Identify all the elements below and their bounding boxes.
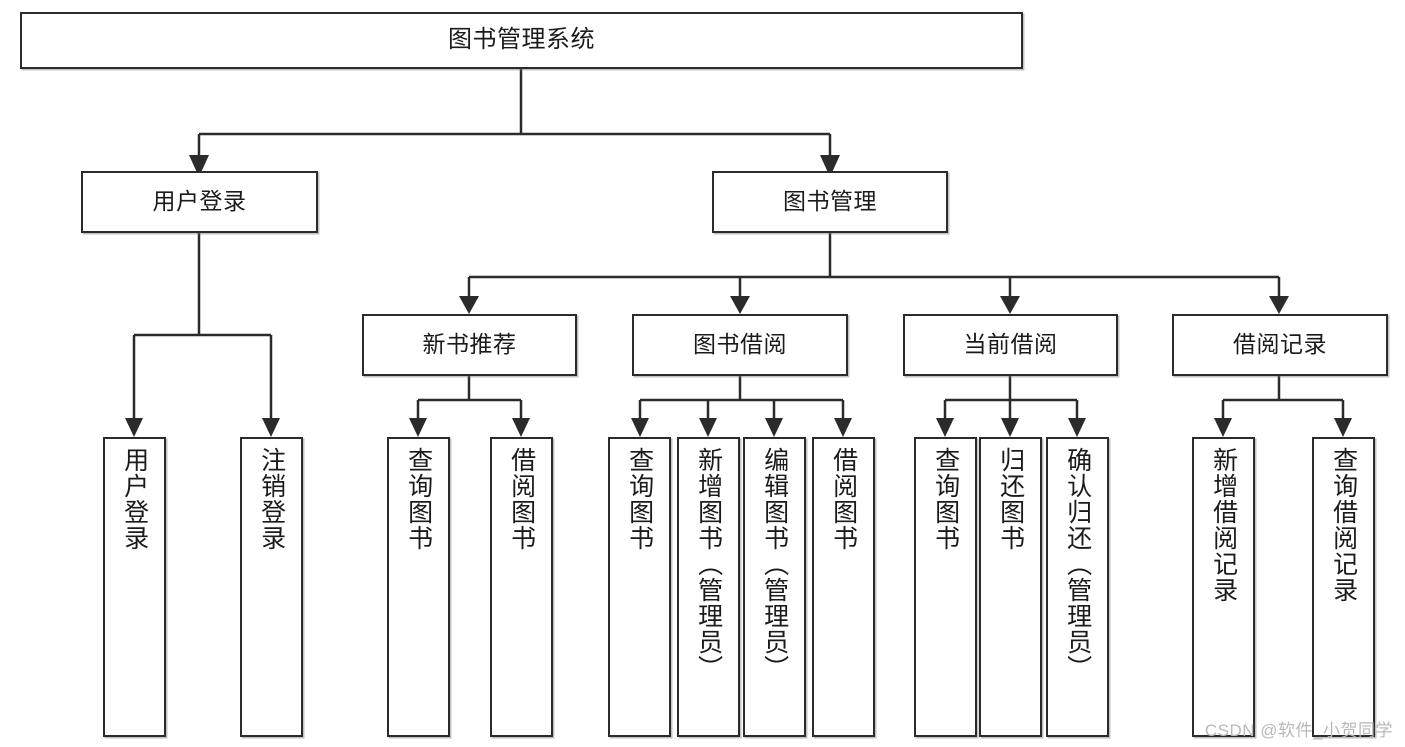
node-label: 查询图书 bbox=[931, 447, 960, 551]
leaf-query-book-recommendation[interactable]: 查询图书 bbox=[387, 437, 450, 737]
node-borrow-records[interactable]: 借阅记录 bbox=[1172, 314, 1388, 376]
node-label: 编辑图书（管理员） bbox=[760, 447, 789, 681]
node-label: 借阅图书 bbox=[507, 447, 536, 551]
node-label: 查询图书 bbox=[625, 447, 654, 551]
leaf-add-book-admin[interactable]: 新增图书（管理员） bbox=[677, 437, 740, 737]
node-label: 新增借阅记录 bbox=[1209, 447, 1238, 603]
node-label: 新增图书（管理员） bbox=[694, 447, 723, 681]
node-label: 查询图书 bbox=[404, 447, 433, 551]
leaf-query-book-current[interactable]: 查询图书 bbox=[914, 437, 977, 737]
node-label: 查询借阅记录 bbox=[1329, 447, 1358, 603]
leaf-query-book-borrowing[interactable]: 查询图书 bbox=[608, 437, 671, 737]
node-label: 用户登录 bbox=[152, 188, 247, 215]
node-label: 借阅记录 bbox=[1233, 331, 1327, 358]
node-label: 图书借阅 bbox=[693, 331, 787, 358]
leaf-return-book[interactable]: 归还图书 bbox=[979, 437, 1042, 737]
leaf-borrow-book-recommendation[interactable]: 借阅图书 bbox=[490, 437, 553, 737]
leaf-borrow-book[interactable]: 借阅图书 bbox=[812, 437, 875, 737]
leaf-query-borrow-record[interactable]: 查询借阅记录 bbox=[1312, 437, 1375, 737]
node-label: 当前借阅 bbox=[963, 331, 1058, 358]
leaf-edit-book-admin[interactable]: 编辑图书（管理员） bbox=[743, 437, 806, 737]
node-book-borrowing[interactable]: 图书借阅 bbox=[632, 314, 848, 376]
node-label: 归还图书 bbox=[996, 447, 1025, 551]
node-label: 用户登录 bbox=[120, 447, 149, 551]
node-label: 确认归还（管理员） bbox=[1063, 447, 1092, 681]
leaf-confirm-return-admin[interactable]: 确认归还（管理员） bbox=[1046, 437, 1109, 737]
node-label: 图书管理系统 bbox=[448, 26, 595, 54]
leaf-add-borrow-record[interactable]: 新增借阅记录 bbox=[1192, 437, 1255, 737]
node-user-login[interactable]: 用户登录 bbox=[81, 171, 318, 233]
node-root-system[interactable]: 图书管理系统 bbox=[20, 12, 1023, 69]
leaf-user-logout[interactable]: 注销登录 bbox=[240, 437, 303, 737]
node-label: 图书管理 bbox=[783, 188, 877, 215]
node-new-book-recommendation[interactable]: 新书推荐 bbox=[362, 314, 577, 376]
leaf-user-login[interactable]: 用户登录 bbox=[103, 437, 166, 737]
watermark-text: CSDN @软件_小贺同学 bbox=[1204, 721, 1393, 740]
node-label: 新书推荐 bbox=[422, 331, 517, 358]
node-book-management[interactable]: 图书管理 bbox=[712, 171, 948, 233]
node-label: 借阅图书 bbox=[829, 447, 858, 551]
node-current-borrowing[interactable]: 当前借阅 bbox=[903, 314, 1118, 376]
node-label: 注销登录 bbox=[257, 447, 286, 551]
